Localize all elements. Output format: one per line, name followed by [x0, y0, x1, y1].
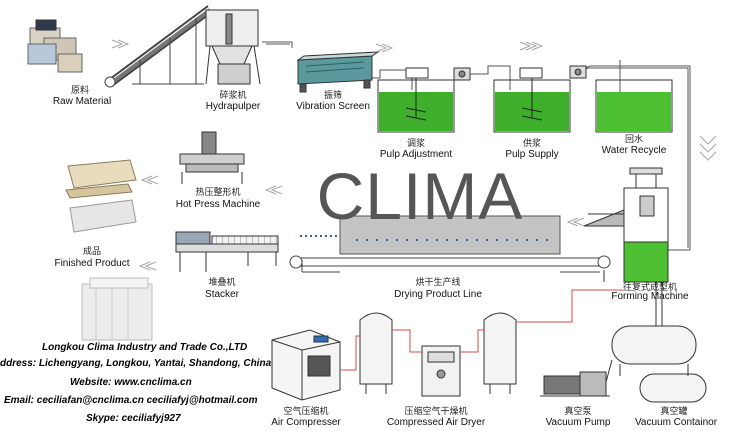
- vacuum-container: [605, 282, 707, 403]
- drying-line-label-zh: 烘干生产线: [415, 276, 460, 287]
- inclined-conveyor: [104, 5, 213, 88]
- pulp-supply-label-zh: 供浆: [523, 137, 541, 148]
- company-email: Email: ceciliafan@cnclima.cn ceciliafyj@…: [4, 395, 258, 406]
- water-recycle-tank: [595, 79, 673, 133]
- company-address: ddress: Lichengyang, Longkou, Yantai, Sh…: [0, 358, 272, 369]
- flow-arrow: [699, 135, 717, 161]
- vacuum-pump: [540, 371, 610, 397]
- air-dryer-label: Compressed Air Dryer: [387, 417, 486, 428]
- air-compressor-label: Air Compresser: [271, 417, 341, 428]
- vibration-screen-label: Vibration Screen: [296, 101, 370, 112]
- pulp-supply-label: Pulp Supply: [505, 149, 558, 160]
- hydrapulper-label-zh: 碎浆机: [219, 89, 246, 100]
- raw-material-label-zh: 原料: [71, 84, 89, 95]
- raw-material-bales: [27, 19, 83, 73]
- vibration-screen: [296, 51, 380, 93]
- drying-line-label: Drying Product Line: [394, 289, 482, 300]
- drying-product-line: [289, 215, 611, 273]
- pulp-adjustment-label-zh: 调浆: [407, 137, 425, 148]
- stacker: [175, 231, 279, 272]
- stacker-label: Stacker: [205, 289, 240, 300]
- finished-product-label: Finished Product: [54, 258, 129, 269]
- vacuum-pump-label-zh: 真空泵: [564, 405, 591, 416]
- air-compressor: [271, 329, 341, 401]
- flow-arrow: [138, 175, 585, 271]
- air-pipe: [340, 289, 624, 371]
- air-dryer-label-zh: 压缩空气干燥机: [404, 405, 467, 416]
- forming-machine-label-zh: 往复式成型机: [623, 281, 677, 292]
- vacuum-pump-label: Vacuum Pump: [546, 417, 611, 428]
- hydrapulper-label: Hydrapulper: [206, 101, 261, 112]
- forming-machine: [583, 167, 669, 283]
- raw-material-label: Raw Material: [53, 96, 111, 107]
- flow-arrow: [375, 41, 544, 53]
- transfer-pump: [453, 65, 587, 81]
- clima-watermark: CLIMA: [317, 159, 524, 233]
- company-name: Longkou Clima Industry and Trade Co.,LTD: [42, 342, 247, 353]
- water-recycle-label-zh: 回水: [625, 133, 643, 144]
- product-stack-image: [81, 277, 153, 341]
- hot-press-machine: [179, 131, 245, 184]
- air-compressor-label-zh: 空气压缩机: [283, 405, 328, 416]
- air-receiver-tank: [359, 312, 517, 394]
- vibration-screen-label-zh: 振筛: [324, 89, 342, 100]
- hot-press-label: Hot Press Machine: [176, 199, 261, 210]
- forming-machine-label: Forming Machine: [611, 291, 689, 302]
- compressed-air-dryer: [421, 345, 461, 397]
- pulp-adjustment-tank: [377, 67, 455, 133]
- water-recycle-label: Water Recycle: [602, 145, 667, 156]
- pulp-adjustment-label: Pulp Adjustment: [380, 149, 452, 160]
- vacuum-container-label-zh: 真空罐: [660, 405, 687, 416]
- pulp-supply-tank: [493, 67, 571, 133]
- company-skype: Skype: ceciliafyj927: [86, 413, 181, 424]
- stacker-label-zh: 堆叠机: [208, 276, 235, 287]
- hydrapulper: [205, 9, 261, 85]
- vacuum-container-label: Vacuum Containor: [635, 417, 718, 428]
- flow-arrow: [111, 39, 130, 49]
- hot-press-label-zh: 热压整形机: [195, 186, 240, 197]
- finished-product-label-zh: 成品: [83, 245, 101, 256]
- finished-product-trays: [65, 159, 137, 233]
- company-website: Website: www.cnclima.cn: [70, 377, 192, 388]
